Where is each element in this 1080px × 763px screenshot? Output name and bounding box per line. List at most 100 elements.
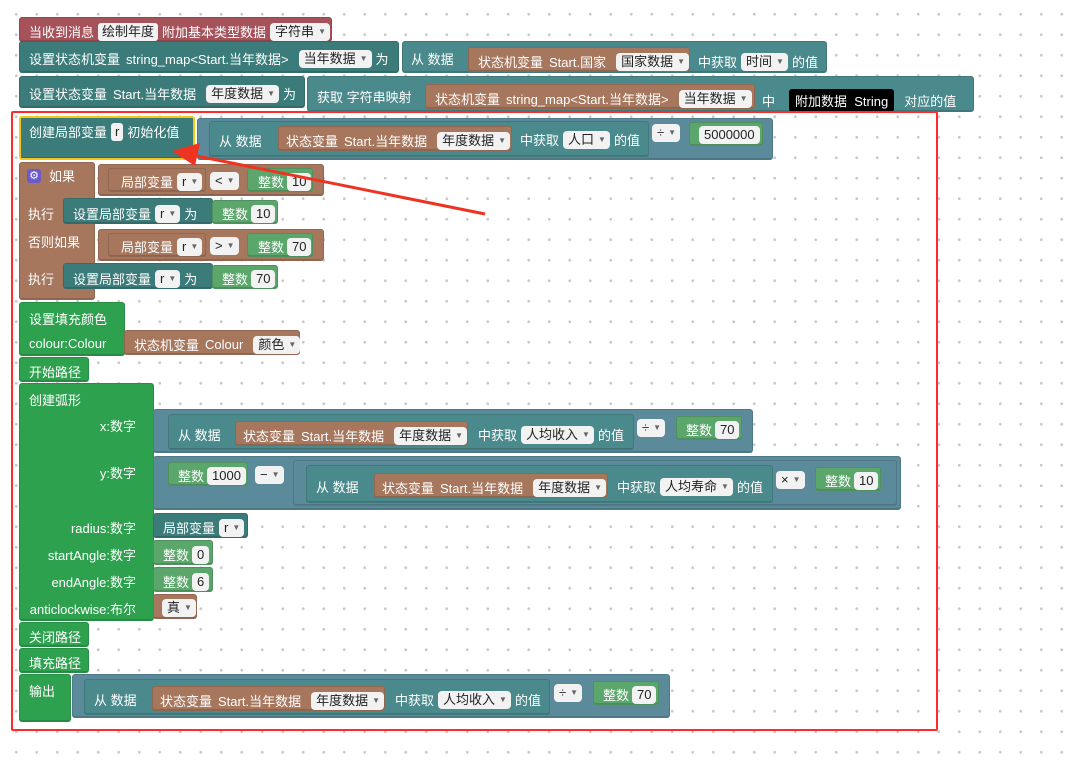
from-label: 从 数据 xyxy=(94,693,137,708)
bool-block[interactable]: 真▼ xyxy=(153,594,197,619)
radius-param: radius:数字 xyxy=(70,521,136,536)
key-dropdown[interactable]: 人均寿命▼ xyxy=(660,477,733,496)
state-var-block[interactable]: 状态变量 Start.当年数据 年度数据▼ xyxy=(374,473,608,498)
local-var-getter[interactable]: 局部变量 r▼ xyxy=(153,513,248,538)
sv-label: 状态变量 xyxy=(382,481,435,496)
as-label: 为 xyxy=(283,87,297,102)
from-label: 从 数据 xyxy=(178,428,221,443)
sv-field-dropdown[interactable]: 年度数据▼ xyxy=(394,426,468,445)
sv-field-dropdown[interactable]: 年度数据▼ xyxy=(437,131,511,150)
sm-var-block[interactable]: 状态机变量 Start.国家 国家数据▼ xyxy=(468,47,690,72)
sv-var-name: Start.当年数据 xyxy=(218,694,302,709)
int-label: 整数 xyxy=(178,469,205,484)
sm-field-dropdown[interactable]: 当年数据▼ xyxy=(678,89,752,108)
var-name: Start.当年数据 xyxy=(113,87,197,102)
local-var-getter[interactable]: 局部变量 r▼ xyxy=(108,233,206,257)
int-block[interactable]: 整数 10 xyxy=(815,467,881,491)
int-value[interactable]: 0 xyxy=(192,545,210,564)
set-local-var-block[interactable]: 设置局部变量 r▼ 为 xyxy=(63,263,213,289)
bool-dropdown[interactable]: 真▼ xyxy=(162,599,196,617)
int-value[interactable]: 70 xyxy=(287,237,312,256)
operator-dropdown[interactable]: ÷▼ xyxy=(554,684,583,702)
set-fill-color-block[interactable]: 设置填充颜色 colour:Colour xyxy=(19,302,125,356)
var-dropdown[interactable]: r▼ xyxy=(177,237,203,256)
field-dropdown[interactable]: 当年数据▼ xyxy=(298,49,372,68)
operator-dropdown[interactable]: ÷▼ xyxy=(652,124,681,142)
operator-dropdown[interactable]: <▼ xyxy=(210,172,239,190)
int-block[interactable]: 整数 70 xyxy=(212,265,278,289)
number-block[interactable]: 5000000 xyxy=(689,122,763,146)
acw-param: anticlockwise:布尔 xyxy=(29,602,136,617)
sv-var-name: Start.当年数据 xyxy=(301,429,385,444)
state-var-block[interactable]: 状态变量 Start.当年数据 年度数据▼ xyxy=(235,421,468,446)
get-label: 中获取 xyxy=(478,428,518,443)
sm-var-block[interactable]: 状态机变量 Colour 颜色▼ xyxy=(124,330,301,355)
int-value[interactable]: 1000 xyxy=(207,466,246,485)
message-name[interactable]: 绘制年度 xyxy=(98,22,159,41)
fill-path-block[interactable]: 填充路径 xyxy=(19,648,89,673)
set-label: 设置状态机变量 xyxy=(29,52,121,67)
int-value[interactable]: 70 xyxy=(632,685,657,704)
as-label: 为 xyxy=(375,52,389,67)
int-block[interactable]: 整数 70 xyxy=(247,233,313,257)
set-label: 设置局部变量 xyxy=(73,207,152,222)
sv-field-dropdown[interactable]: 年度数据▼ xyxy=(311,691,385,710)
message-hat-block[interactable]: 当收到消息 绘制年度 附加基本类型数据 字符串▼ xyxy=(19,17,332,42)
chevron-down-icon: ▼ xyxy=(498,135,507,145)
int-block[interactable]: 整数 70 xyxy=(593,681,659,705)
var-dropdown[interactable]: r▼ xyxy=(155,204,181,223)
int-block[interactable]: 整数 6 xyxy=(153,567,213,592)
sm-var-block[interactable]: 状态机变量 string_map<Start.当年数据> 当年数据▼ xyxy=(425,84,755,109)
key-dropdown[interactable]: 人口▼ xyxy=(563,130,610,149)
operator-dropdown[interactable]: ×▼ xyxy=(776,471,805,489)
int-block[interactable]: 整数 0 xyxy=(153,540,213,565)
color-field-dropdown[interactable]: 颜色▼ xyxy=(253,335,301,354)
int-label: 整数 xyxy=(603,688,630,703)
int-value[interactable]: 10 xyxy=(854,471,879,490)
var-dropdown[interactable]: r▼ xyxy=(219,518,245,537)
state-var-block[interactable]: 状态变量 Start.当年数据 年度数据▼ xyxy=(278,126,512,151)
key-dropdown[interactable]: 人均收入▼ xyxy=(438,690,511,709)
from-label: 从 数据 xyxy=(219,134,262,149)
get-label: 中获取 xyxy=(698,55,738,70)
colour-param: colour:Colour xyxy=(29,336,107,351)
create-arc-block[interactable]: 创建弧形 x:数字 y:数字 radius:数字 startAngle:数字 e… xyxy=(19,383,154,621)
operator-dropdown[interactable]: −▼ xyxy=(255,466,284,484)
int-value[interactable]: 70 xyxy=(715,420,740,439)
var-name-field[interactable]: r xyxy=(111,122,124,141)
state-var-block[interactable]: 状态变量 Start.当年数据 年度数据▼ xyxy=(152,686,385,711)
chevron-down-icon: ▼ xyxy=(226,176,235,185)
int-label: 整数 xyxy=(163,575,190,590)
output-block[interactable]: 输出 xyxy=(19,674,71,722)
int-value[interactable]: 10 xyxy=(251,204,276,223)
int-value[interactable]: 70 xyxy=(251,269,276,288)
extra-data-block[interactable]: 附加数据 String xyxy=(789,89,895,112)
operator-dropdown[interactable]: >▼ xyxy=(210,237,239,255)
chevron-down-icon: ▼ xyxy=(582,429,590,439)
field-dropdown[interactable]: 年度数据▼ xyxy=(206,84,280,103)
local-var-getter[interactable]: 局部变量 r▼ xyxy=(108,168,206,192)
int-value[interactable]: 6 xyxy=(192,572,210,591)
int-label: 整数 xyxy=(258,240,285,255)
key-dropdown[interactable]: 时间▼ xyxy=(741,52,788,71)
var-dropdown[interactable]: r▼ xyxy=(155,269,181,288)
begin-path-block[interactable]: 开始路径 xyxy=(19,357,89,382)
int-block[interactable]: 整数 1000 xyxy=(168,462,248,486)
int-block[interactable]: 整数 10 xyxy=(212,200,278,224)
int-block[interactable]: 整数 70 xyxy=(676,416,742,440)
operator-dropdown[interactable]: ÷▼ xyxy=(637,419,666,437)
type-dropdown[interactable]: 字符串▼ xyxy=(270,22,330,41)
key-dropdown[interactable]: 人均收入▼ xyxy=(521,425,594,444)
sv-field-dropdown[interactable]: 年度数据▼ xyxy=(533,478,607,497)
set-state-var-block[interactable]: 设置状态变量 Start.当年数据 年度数据▼ 为 xyxy=(19,76,305,108)
number-value[interactable]: 5000000 xyxy=(699,126,760,144)
set-label: 设置局部变量 xyxy=(73,272,152,287)
sm-field-dropdown[interactable]: 国家数据▼ xyxy=(616,52,690,71)
do-label: 执行 xyxy=(28,207,55,222)
int-label: 整数 xyxy=(163,548,190,563)
var-dropdown[interactable]: r▼ xyxy=(177,172,203,191)
gear-icon[interactable]: ⚙ xyxy=(27,168,41,183)
close-path-block[interactable]: 关闭路径 xyxy=(19,622,89,647)
create-local-var-block[interactable]: 创建局部变量 r 初始化值 xyxy=(19,116,195,160)
set-sm-var-block[interactable]: 设置状态机变量 string_map<Start.当年数据> 当年数据▼ 为 xyxy=(19,41,399,73)
